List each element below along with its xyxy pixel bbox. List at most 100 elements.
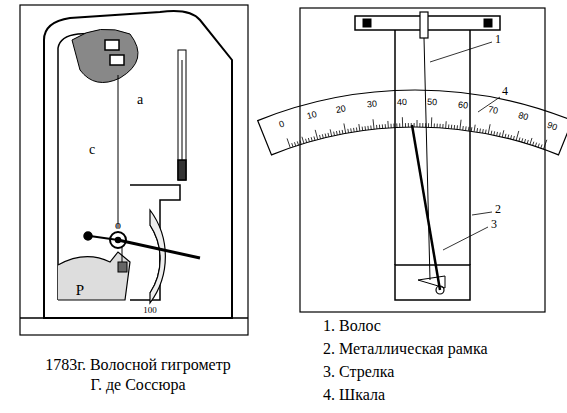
scale-number: 90 xyxy=(545,120,558,133)
scale-tick xyxy=(538,144,539,148)
callout-number: 4 xyxy=(502,85,508,98)
callout-number: 1 xyxy=(495,33,501,46)
letter-label: o xyxy=(115,219,121,232)
scale-tick xyxy=(465,126,467,130)
scale-tick xyxy=(442,124,443,128)
hair-hygrometer-schematic xyxy=(258,8,567,312)
scale-tick xyxy=(350,128,352,132)
scale-tick xyxy=(342,130,344,134)
scale-number: 30 xyxy=(366,100,377,111)
scale-tick xyxy=(379,125,380,129)
scale-tick xyxy=(499,133,501,137)
scale-number: 40 xyxy=(397,98,407,108)
scale-tick xyxy=(325,134,327,138)
scale-number: 100 xyxy=(143,306,157,316)
legend-item: 3. Стрелка xyxy=(323,363,394,381)
scale-tick xyxy=(393,124,394,128)
scale-tick xyxy=(292,143,293,147)
scale-tick xyxy=(457,125,458,129)
legend-item: 4. Шкала xyxy=(323,386,385,404)
scale-tick xyxy=(353,128,355,132)
scale-tick xyxy=(462,126,463,130)
letter-label: a xyxy=(137,92,143,107)
scale-tick xyxy=(474,125,475,132)
scale-tick xyxy=(476,128,478,132)
scale-tick xyxy=(356,127,358,131)
scale-tick xyxy=(434,123,435,127)
scale-tick xyxy=(333,132,335,136)
scale-tick xyxy=(502,130,504,137)
scale-number: 10 xyxy=(306,110,318,122)
scale-tick xyxy=(530,138,532,145)
scale-tick xyxy=(376,125,377,129)
scale-tick xyxy=(408,123,409,127)
scale-tick xyxy=(411,123,412,127)
scale-tick xyxy=(428,123,429,127)
figure-caption: 1783г. Волосной гигрометр Г. де Соссюра xyxy=(43,355,233,395)
scale-tick xyxy=(382,124,383,128)
scale-number: 20 xyxy=(336,104,348,116)
scale-tick xyxy=(425,123,426,127)
scale-tick xyxy=(359,124,360,131)
scale-tick xyxy=(370,126,371,130)
scale-tick xyxy=(339,130,341,134)
scale-tick xyxy=(417,120,418,127)
scale-tick xyxy=(405,123,406,127)
scale-tick xyxy=(362,127,364,131)
callout-number: 3 xyxy=(491,218,497,231)
scale-tick xyxy=(510,135,512,139)
scale-tick xyxy=(527,140,528,144)
scale-tick xyxy=(460,120,461,130)
scale-tick xyxy=(493,131,495,135)
scale-tick xyxy=(454,125,455,129)
scale-tick xyxy=(519,138,520,142)
scale-tick xyxy=(468,127,470,131)
scale-tick xyxy=(496,132,498,136)
legend-item: 2. Металлическая рамка xyxy=(323,340,488,358)
scale-tick xyxy=(385,124,386,128)
scale-tick xyxy=(485,130,487,134)
scale-tick xyxy=(451,125,452,129)
scale-tick xyxy=(311,137,312,141)
scale-tick xyxy=(287,138,290,147)
scale-tick xyxy=(367,126,368,130)
scale-tick xyxy=(297,141,298,145)
scale-tick xyxy=(541,144,542,148)
scale-tick xyxy=(439,124,440,128)
scale-tick xyxy=(387,121,388,128)
scale-tick xyxy=(533,142,534,146)
scale-tick xyxy=(365,126,367,130)
scale-tick xyxy=(302,137,304,144)
scale-tick xyxy=(344,123,346,133)
scale-tick xyxy=(479,129,481,133)
scale-tick xyxy=(422,123,423,127)
scale-tick xyxy=(505,134,507,138)
scale-tick xyxy=(491,131,493,135)
scale-tick xyxy=(543,140,546,149)
scale-tick xyxy=(419,123,420,127)
scale-tick xyxy=(399,123,400,127)
scale-tick xyxy=(414,123,415,127)
saussure-hygrometer xyxy=(20,5,248,335)
scale-tick xyxy=(482,129,484,133)
scale-tick xyxy=(437,124,438,128)
letter-label: P xyxy=(76,282,84,299)
scale-tick xyxy=(336,131,338,135)
scale-tick xyxy=(522,138,523,142)
scale-tick xyxy=(308,138,309,142)
scale-tick xyxy=(306,139,307,143)
scale-number: 50 xyxy=(427,98,437,108)
scale-tick xyxy=(431,117,432,127)
scale-tick xyxy=(445,121,447,128)
scale-number: 0 xyxy=(279,120,287,131)
scale-tick xyxy=(347,129,349,133)
scale-number: 60 xyxy=(457,100,468,111)
scale-tick xyxy=(507,135,509,139)
scale-tick xyxy=(390,124,391,128)
scale-tick xyxy=(314,136,315,140)
scale-tick xyxy=(315,130,318,140)
scale-tick xyxy=(319,135,321,139)
scale-tick xyxy=(300,140,301,144)
legend-item: 1. Волос xyxy=(323,317,381,335)
